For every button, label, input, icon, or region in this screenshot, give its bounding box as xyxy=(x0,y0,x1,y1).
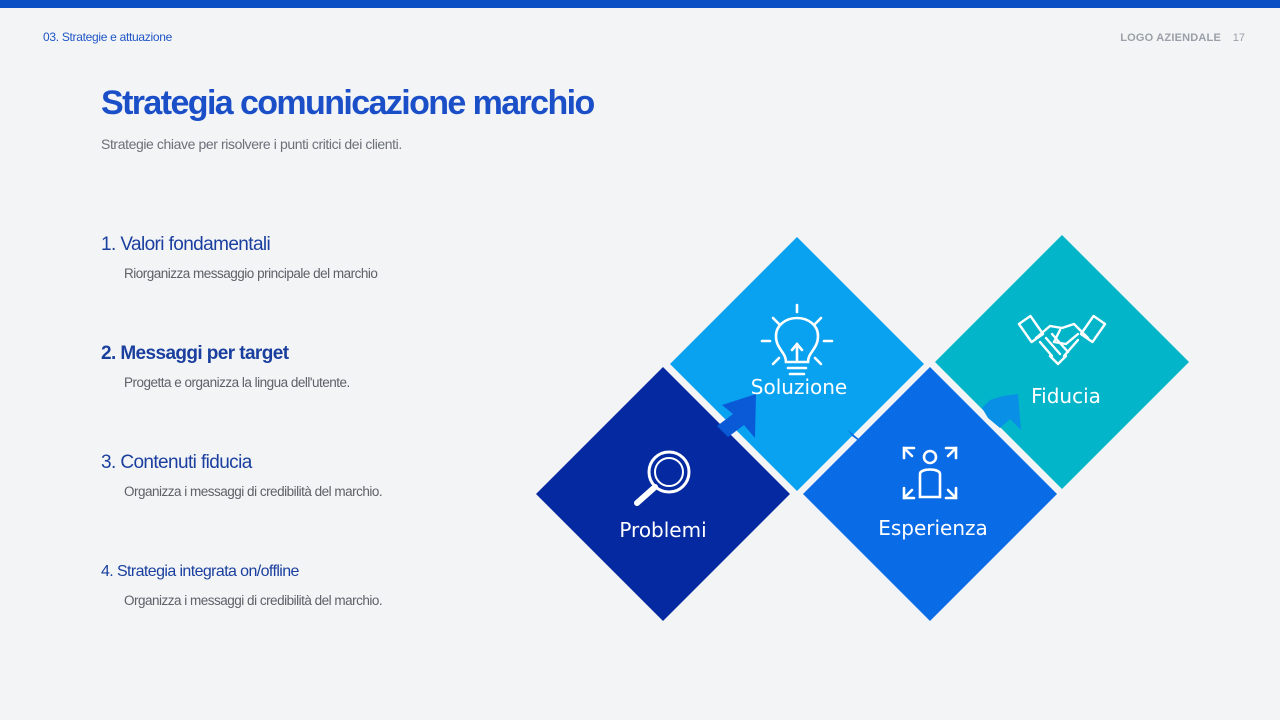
strategy-item-2: 2. Messaggi per target Progetta e organi… xyxy=(101,343,350,390)
step-label-fiducia: Fiducia xyxy=(1031,384,1101,408)
arrow-soluzione-to-esperienza xyxy=(848,420,890,458)
arrow-problemi-to-soluzione xyxy=(717,394,756,438)
strategy-item-3: 3. Contenuti fiducia Organizza i messagg… xyxy=(101,452,383,499)
arrow-esperienza-to-fiducia xyxy=(982,394,1021,430)
page-subtitle: Strategie chiave per risolvere i punti c… xyxy=(101,136,402,152)
person-focus-icon xyxy=(902,446,958,500)
strategy-diamond-diagram: Problemi Soluzione Esperienza Fiducia xyxy=(536,235,1189,621)
step-label-esperienza: Esperienza xyxy=(878,516,988,540)
strategy-item-title: 1. Valori fondamentali xyxy=(101,234,271,255)
strategy-item-4: 4. Strategia integrata on/offline Organi… xyxy=(101,563,383,608)
strategy-item-desc: Organizza i messaggi di credibilità del … xyxy=(124,484,383,499)
strategy-item-desc: Riorganizza messaggio principale del mar… xyxy=(124,266,378,281)
strategy-item-desc: Progetta e organizza la lingua dell'uten… xyxy=(124,375,350,390)
strategy-item-desc: Organizza i messaggi di credibilità del … xyxy=(124,593,383,608)
top-accent-bar xyxy=(0,0,1280,8)
page-title: Strategia comunicazione marchio xyxy=(101,84,595,122)
page-number: 17 xyxy=(1232,32,1245,44)
strategy-item-1: 1. Valori fondamentali Riorganizza messa… xyxy=(101,234,378,281)
diamond-shape xyxy=(803,367,1057,621)
strategy-item-title: 4. Strategia integrata on/offline xyxy=(101,563,299,580)
step-label-problemi: Problemi xyxy=(619,518,706,542)
strategy-item-title: 3. Contenuti fiducia xyxy=(101,452,252,473)
section-label: 03. Strategie e attuazione xyxy=(43,30,172,44)
handshake-icon xyxy=(1017,314,1107,366)
strategy-item-title: 2. Messaggi per target xyxy=(101,343,289,364)
magnifier-icon xyxy=(634,450,691,506)
step-label-soluzione: Soluzione xyxy=(751,375,847,399)
lightbulb-icon xyxy=(760,303,834,376)
diamond-esperienza xyxy=(803,367,1057,621)
company-logo: LOGO AZIENDALE xyxy=(1120,32,1221,44)
